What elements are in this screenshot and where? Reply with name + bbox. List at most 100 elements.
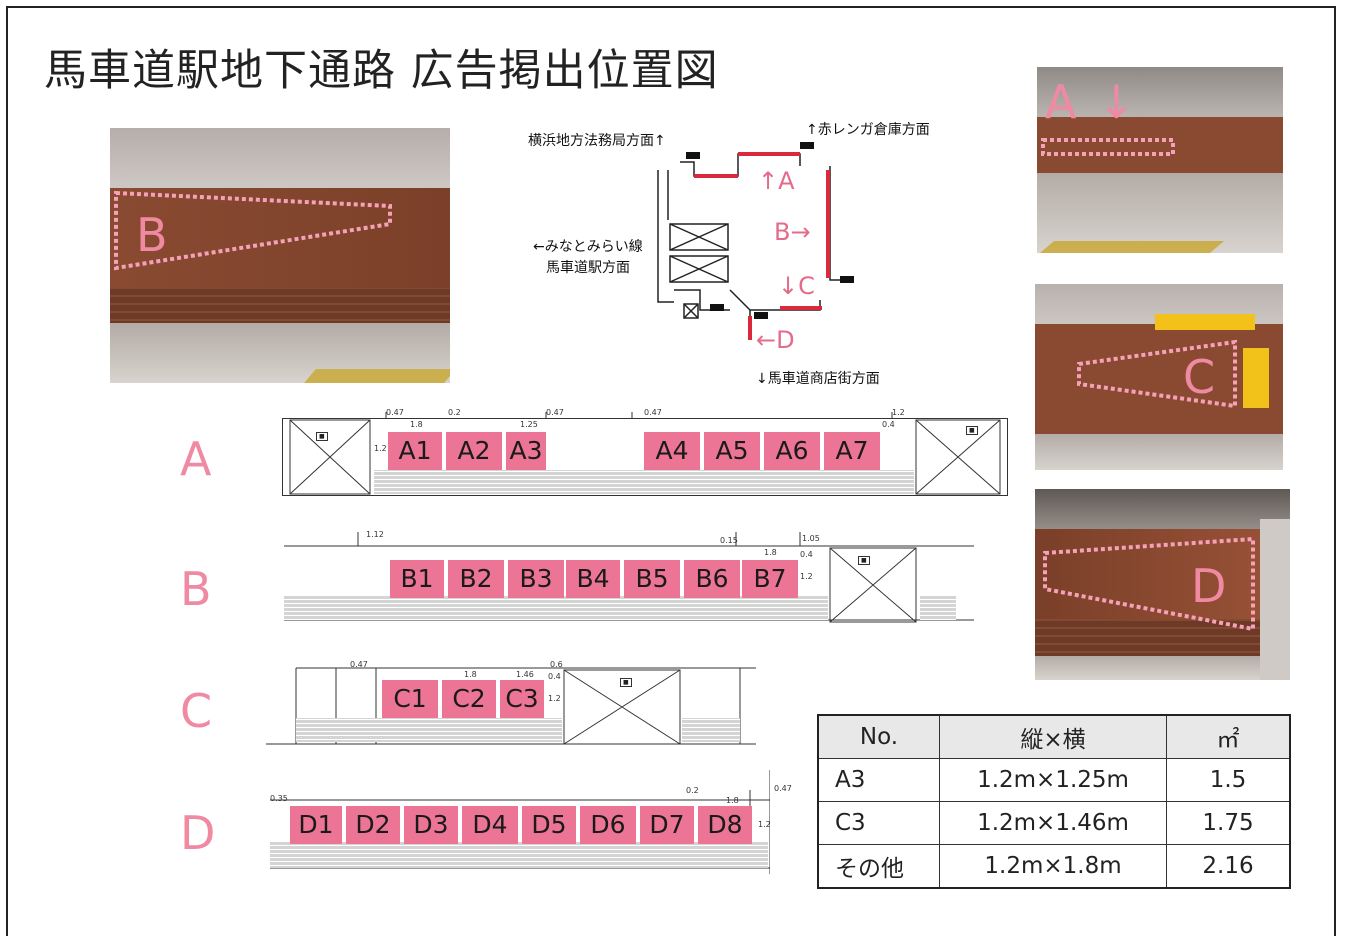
panel-d3: D3 — [404, 806, 458, 844]
dim-label: 0.2 — [686, 786, 699, 795]
row-letter-d: D — [180, 806, 216, 860]
dim-label: 1.2 — [548, 694, 561, 703]
table-cell: C3 — [817, 801, 940, 845]
dim-label: 0.47 — [644, 408, 662, 417]
row-letter-a: A — [180, 432, 212, 486]
table-cell: 2.16 — [1166, 844, 1291, 889]
dim-label: 1.2 — [758, 820, 771, 829]
spec-table: No. 縦×横 ㎡ A3 1.2m×1.25m 1.5 C3 1.2m×1.46… — [817, 714, 1291, 889]
dim-label: 0.47 — [386, 408, 404, 417]
photo-b-corridor: B — [110, 128, 450, 383]
dim-label: 1.46 — [516, 670, 534, 679]
row-letter-b: B — [180, 562, 212, 616]
photo-a-arrow: ↓ — [1097, 75, 1136, 129]
dim-label: 1.2 — [374, 444, 387, 453]
table-cell: 1.2m×1.25m — [939, 758, 1167, 802]
dim-label: 0.15 — [720, 536, 738, 545]
panel-d5: D5 — [522, 806, 576, 844]
table-header: No. — [817, 714, 940, 759]
table-cell: その他 — [817, 844, 940, 889]
page-title: 馬車道駅地下通路 広告掲出位置図 — [44, 46, 719, 96]
map-label-legal-bureau: 横浜地方法務局方面↑ — [528, 133, 666, 149]
table-cell: 1.2m×1.46m — [939, 801, 1167, 845]
dim-label: 0.47 — [350, 660, 368, 669]
row-letter-c: C — [180, 684, 213, 738]
panel-a3: A3 — [506, 432, 546, 470]
elevation-a: ■ ■ A1 A2 A3 A4 A5 A6 A7 0.47 1.8 0.2 1.… — [282, 408, 1008, 498]
dim-label: 0.47 — [546, 408, 564, 417]
dim-label: 0.4 — [548, 672, 561, 681]
dim-label: 0.4 — [882, 420, 895, 429]
panel-a4: A4 — [644, 432, 700, 470]
photo-d-letter: D — [1191, 559, 1227, 613]
panel-d2: D2 — [346, 806, 400, 844]
map-pos-b: B→ — [774, 218, 811, 246]
photo-c-letter: C — [1183, 350, 1216, 404]
panel-c2: C2 — [442, 680, 496, 718]
panel-b1: B1 — [390, 560, 444, 598]
panel-d6: D6 — [580, 806, 636, 844]
photo-d-corridor: D — [1035, 489, 1290, 680]
panel-d1: D1 — [290, 806, 342, 844]
exit-label: ■ — [966, 426, 978, 435]
dim-label: 0.6 — [550, 660, 563, 669]
table-header-row: No. 縦×横 ㎡ — [817, 714, 1291, 759]
panel-b6: B6 — [684, 560, 740, 598]
panel-d8: D8 — [698, 806, 752, 844]
dim-label: 1.2 — [800, 572, 813, 581]
dim-label: 1.2 — [892, 408, 905, 417]
dim-label: 1.8 — [726, 796, 739, 805]
map-pos-a: ↑A — [758, 167, 795, 195]
dim-label: 1.8 — [410, 420, 423, 429]
table-cell: 1.2m×1.8m — [939, 844, 1167, 889]
table-cell: 1.75 — [1166, 801, 1291, 845]
map-label-red-brick: ↑赤レンガ倉庫方面 — [806, 122, 930, 138]
table-cell: A3 — [817, 758, 940, 802]
dim-label: 1.12 — [366, 530, 384, 539]
table-row: その他 1.2m×1.8m 2.16 — [817, 844, 1291, 889]
elevation-b: ■ B1 B2 B3 B4 B5 B6 B7 1.12 0.15 1.05 1.… — [284, 530, 974, 624]
panel-b2: B2 — [448, 560, 504, 598]
table-row: C3 1.2m×1.46m 1.75 — [817, 801, 1291, 845]
panel-c1: C1 — [382, 680, 438, 718]
map-label-shotengai: ↓馬車道商店街方面 — [756, 371, 880, 387]
panel-a7: A7 — [824, 432, 880, 470]
panel-b4: B4 — [566, 560, 620, 598]
photo-a-corridor: A ↓ — [1037, 67, 1283, 253]
table-header: 縦×横 — [939, 714, 1167, 759]
panel-a1: A1 — [388, 432, 442, 470]
dim-label: 1.8 — [464, 670, 477, 679]
dim-label: 1.25 — [520, 420, 538, 429]
panel-d7: D7 — [640, 806, 694, 844]
map-pos-d: ←D — [756, 326, 795, 354]
elevation-d: D1 D2 D3 D4 D5 D6 D7 D8 0.35 0.2 1.8 0.4… — [270, 770, 792, 874]
page-frame — [6, 6, 1336, 936]
photo-c-corridor: C — [1035, 284, 1283, 470]
map-drawing — [657, 142, 854, 340]
panel-a5: A5 — [704, 432, 760, 470]
dim-label: 0.4 — [800, 550, 813, 559]
dim-label: 1.8 — [764, 548, 777, 557]
panel-c3: C3 — [500, 680, 544, 718]
panel-b5: B5 — [624, 560, 680, 598]
map-label-minatomirai: ←みなとみらい線 — [533, 239, 643, 255]
photo-b-letter: B — [136, 208, 168, 262]
map-label-bashamichi-station: 馬車道駅方面 — [546, 260, 630, 276]
map-pos-c: ↓C — [778, 272, 815, 300]
panel-a6: A6 — [764, 432, 820, 470]
photo-a-letter: A — [1045, 75, 1077, 129]
panel-b7: B7 — [742, 560, 798, 598]
table-cell: 1.5 — [1166, 758, 1291, 802]
exit-label: ■ — [316, 432, 328, 441]
panel-d4: D4 — [462, 806, 518, 844]
elevation-c: ■ C1 C2 C3 0.47 1.8 1.46 0.6 0.4 1.2 — [266, 660, 756, 746]
table-header: ㎡ — [1166, 714, 1291, 759]
dim-label: 0.35 — [270, 794, 288, 803]
panel-b3: B3 — [508, 560, 564, 598]
exit-label: ■ — [858, 556, 870, 565]
exit-label: ■ — [620, 678, 632, 687]
table-row: A3 1.2m×1.25m 1.5 — [817, 758, 1291, 802]
dim-label: 0.2 — [448, 408, 461, 417]
panel-a2: A2 — [446, 432, 502, 470]
dim-label: 0.47 — [774, 784, 792, 793]
